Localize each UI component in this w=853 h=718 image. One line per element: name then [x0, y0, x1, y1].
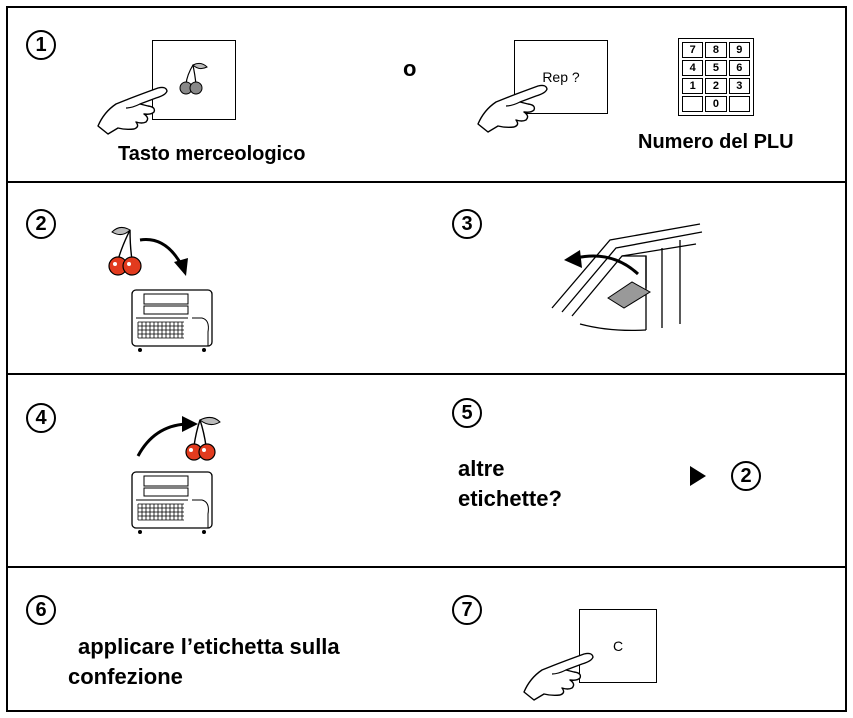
department-key-caption: Tasto merceologico: [118, 143, 306, 165]
instruction-frame: [6, 6, 847, 712]
weighing-scale-icon: [131, 289, 213, 352]
keypad-key-3[interactable]: 3: [728, 78, 750, 94]
pointing-hand-icon: [97, 86, 168, 135]
keypad-key-6[interactable]: 6: [728, 60, 750, 76]
more-labels-question: altre etichette?: [458, 454, 562, 514]
label-printer-outlet-icon: [551, 223, 703, 332]
keypad-key-blank-right[interactable]: [728, 96, 750, 112]
plu-number-caption: Numero del PLU: [638, 131, 794, 153]
keypad-key-4[interactable]: 4: [682, 60, 704, 76]
keypad-key-9[interactable]: 9: [728, 42, 750, 58]
step-number-2: 2: [26, 209, 56, 239]
apply-label-instruction: applicare l’etichetta sulla confezione: [68, 632, 340, 692]
step-number-1: 1: [26, 30, 56, 60]
cherries-icon: [185, 416, 221, 461]
numeric-keypad: 7 8 9 4 5 6 1 2 3 0: [678, 38, 754, 116]
keypad-key-7[interactable]: 7: [682, 42, 704, 58]
keypad-key-5[interactable]: 5: [705, 60, 727, 76]
cherries-icon: [179, 62, 208, 95]
cherries-icon: [108, 226, 142, 276]
row-divider-3: [6, 566, 847, 568]
keypad-key-0[interactable]: 0: [705, 96, 727, 112]
row-divider-1: [6, 181, 847, 183]
clear-key-label: C: [612, 638, 624, 654]
more-labels-line-2: etichette?: [458, 486, 562, 511]
keypad-key-8[interactable]: 8: [705, 42, 727, 58]
row-divider-2: [6, 373, 847, 375]
keypad-key-1[interactable]: 1: [682, 78, 704, 94]
keypad-key-2[interactable]: 2: [705, 78, 727, 94]
pointing-hand-icon: [477, 84, 548, 133]
step-number-5: 5: [452, 398, 482, 428]
right-arrow-icon: [690, 466, 706, 486]
rep-key-label: Rep ?: [542, 69, 580, 85]
clear-key[interactable]: C: [579, 609, 657, 683]
curved-arrow-icon: [136, 416, 198, 457]
rep-key[interactable]: Rep ?: [514, 40, 608, 114]
apply-label-line-2: confezione: [68, 664, 183, 689]
step-number-4: 4: [26, 403, 56, 433]
more-labels-line-1: altre: [458, 456, 505, 481]
pointing-hand-icon: [523, 652, 594, 701]
apply-label-line-1: applicare l’etichetta sulla: [78, 634, 340, 659]
step-number-6: 6: [26, 595, 56, 625]
keypad-key-blank-left[interactable]: [682, 96, 704, 112]
department-key[interactable]: [152, 40, 236, 120]
weighing-scale-icon: [131, 471, 213, 534]
step-number-7: 7: [452, 595, 482, 625]
or-label: o: [403, 56, 417, 81]
goto-step-2: 2: [731, 461, 761, 491]
curved-arrow-icon: [139, 238, 188, 276]
step-number-3: 3: [452, 209, 482, 239]
curved-arrow-icon: [564, 250, 640, 276]
